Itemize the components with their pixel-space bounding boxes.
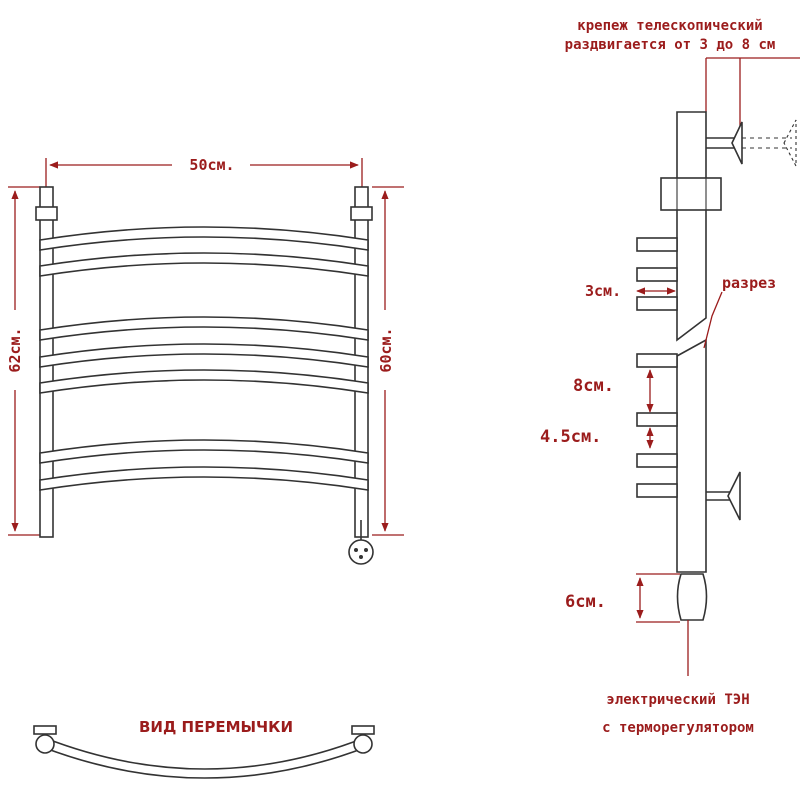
upper-mount-cup: [731, 121, 743, 165]
rung-stub-3: [636, 296, 678, 311]
rung-4: [39, 343, 369, 368]
lower-post-segment: [676, 338, 707, 573]
rungs-group: [39, 226, 369, 491]
rung-5: [39, 369, 369, 394]
cut-leader: [703, 291, 723, 349]
jumper-right-joint: [353, 734, 373, 754]
side-view: крепеж телескопический раздвигается от 3…: [540, 18, 800, 736]
heater-note-line1: электрический ТЭН: [606, 692, 749, 708]
jumper-bar-inner: [44, 747, 365, 779]
jumper-view: ВИД ПЕРЕМЫЧКИ: [33, 718, 375, 779]
right-mount-block: [350, 206, 373, 221]
jumper-title: ВИД ПЕРЕМЫЧКИ: [139, 718, 293, 736]
rung-1: [39, 226, 369, 251]
front-view: 50см. 62см. 60см.: [6, 156, 404, 565]
upper-mount-cup-extended: [783, 119, 797, 167]
heater-connector: [348, 539, 374, 565]
rung-6: [39, 439, 369, 464]
rung-stub-5: [636, 412, 678, 427]
lower-mount-cup: [727, 471, 741, 521]
connector-pin-1: [354, 548, 358, 552]
rung-stub-2: [636, 267, 678, 282]
jumper-bar-outer: [44, 737, 365, 770]
offset-label: 3см.: [585, 282, 621, 300]
heater-body: [676, 573, 708, 621]
rung-stub-6: [636, 453, 678, 468]
jumper-left-joint: [35, 734, 55, 754]
rung-stub-1: [636, 237, 678, 252]
clamp-block: [660, 177, 722, 211]
rung-3: [39, 316, 369, 341]
left-mount-block: [35, 206, 58, 221]
height-center-label: 60см.: [377, 327, 395, 372]
connector-pin-3: [359, 555, 363, 559]
jumper-left-cap: [33, 725, 57, 735]
rung-stub-4: [636, 353, 678, 368]
width-label: 50см.: [189, 156, 234, 174]
heater-length-label: 6см.: [565, 592, 606, 612]
mount-note-line1: крепеж телескопический: [577, 18, 762, 34]
jumper-right-cap: [351, 725, 375, 735]
connector-pin-2: [364, 548, 368, 552]
height-total-label: 62см.: [6, 327, 24, 372]
spacing-small-label: 4.5см.: [540, 427, 601, 447]
rung-stub-7: [636, 483, 678, 498]
cut-label: разрез: [722, 274, 776, 292]
heater-note-line2: с терморегулятором: [602, 720, 754, 736]
rung-7: [39, 466, 369, 491]
upper-post-segment: [676, 111, 707, 342]
rung-stubs-group: [636, 237, 678, 498]
spacing-large-label: 8см.: [573, 376, 614, 396]
rung-2: [39, 252, 369, 277]
mount-note-line2: раздвигается от 3 до 8 см: [565, 37, 776, 53]
